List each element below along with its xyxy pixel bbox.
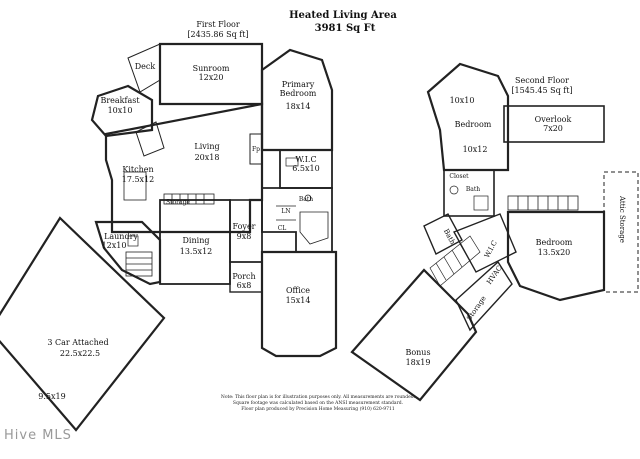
room-sunroom: Sunroom <box>192 64 230 73</box>
note-line-3: Floor plan produced by Precision Home Me… <box>241 407 395 412</box>
room-primary-bedroom-dim: 18x14 <box>285 102 311 111</box>
second-floor-area: [1545.45 Sq ft] <box>511 86 573 95</box>
room-overlook-dim: 7x20 <box>543 124 563 133</box>
second-floor-walls <box>350 62 639 402</box>
first-floor-label: First Floor <box>196 20 240 29</box>
room-dining: Dining <box>182 236 210 245</box>
room-bedroom3: Bedroom <box>535 238 573 247</box>
room-bedroom2-dim: 10x12 <box>462 145 488 154</box>
room-bedroom2: Bedroom <box>454 120 492 129</box>
room-bedroom2-top-dim: 10x10 <box>449 96 475 105</box>
room-storage-first: Storage <box>166 199 190 206</box>
room-breakfast-dim: 10x10 <box>107 106 133 115</box>
disclaimer-note: Note: This floor plan is for illustratio… <box>203 395 433 413</box>
room-garage: 3 Car Attached <box>47 338 109 347</box>
room-wic-dim: 6.5x10 <box>292 164 320 173</box>
second-floor-label: Second Floor <box>515 76 569 85</box>
watermark: Hive MLS <box>4 428 72 443</box>
room-bonus: Bonus <box>405 348 431 357</box>
room-deck: Deck <box>134 62 156 71</box>
room-primary-bedroom: Primary Bedroom <box>279 80 317 98</box>
room-attic-storage: Attic Storage <box>618 196 626 243</box>
room-garage-extension-dim: 9.5x19 <box>38 392 66 401</box>
room-breakfast: Breakfast <box>100 96 140 105</box>
room-dining-dim: 13.5x12 <box>179 247 213 256</box>
room-living: Living <box>194 142 220 151</box>
room-bonus-dim: 18x19 <box>405 358 431 367</box>
room-linen: LN <box>281 208 291 215</box>
room-kitchen: Kitchen <box>122 165 154 174</box>
room-foyer: Foyer <box>232 222 256 231</box>
heated-area-total: 3981 Sq Ft <box>314 23 376 34</box>
fireplace-label: Fp <box>251 146 261 153</box>
heated-area-heading: Heated Living Area <box>289 10 397 21</box>
room-bath-primary: Bath <box>298 196 314 203</box>
room-office: Office <box>285 286 311 295</box>
first-floor-area: [2435.86 Sq ft] <box>187 30 249 39</box>
room-porch: Porch <box>232 272 256 281</box>
fixtures <box>127 157 489 247</box>
room-office-dim: 15x14 <box>285 296 311 305</box>
note-line-2: Square footage was calculated based on t… <box>232 401 404 406</box>
room-foyer-dim: 9x8 <box>236 232 252 241</box>
room-garage-dim: 22.5x22.5 <box>59 349 101 358</box>
note-line-1: Note: This floor plan is for illustratio… <box>220 395 416 400</box>
room-laundry: Laundry <box>104 232 138 241</box>
room-closet-second: Closet <box>449 173 469 180</box>
room-kitchen-dim: 17.5x12 <box>121 175 155 184</box>
room-porch-dim: 6x8 <box>236 281 252 290</box>
room-laundry-dim: 12x10 <box>101 241 127 250</box>
room-wic: W.I.C <box>295 155 317 164</box>
room-bedroom3-dim: 13.5x20 <box>537 248 571 257</box>
room-sunroom-dim: 12x20 <box>198 73 224 82</box>
room-bath-second: Bath <box>465 186 481 193</box>
room-living-dim: 20x18 <box>194 153 220 162</box>
room-closet-cl: CL <box>277 225 287 232</box>
room-overlook: Overlook <box>534 115 572 124</box>
first-floor-walls <box>0 42 338 432</box>
